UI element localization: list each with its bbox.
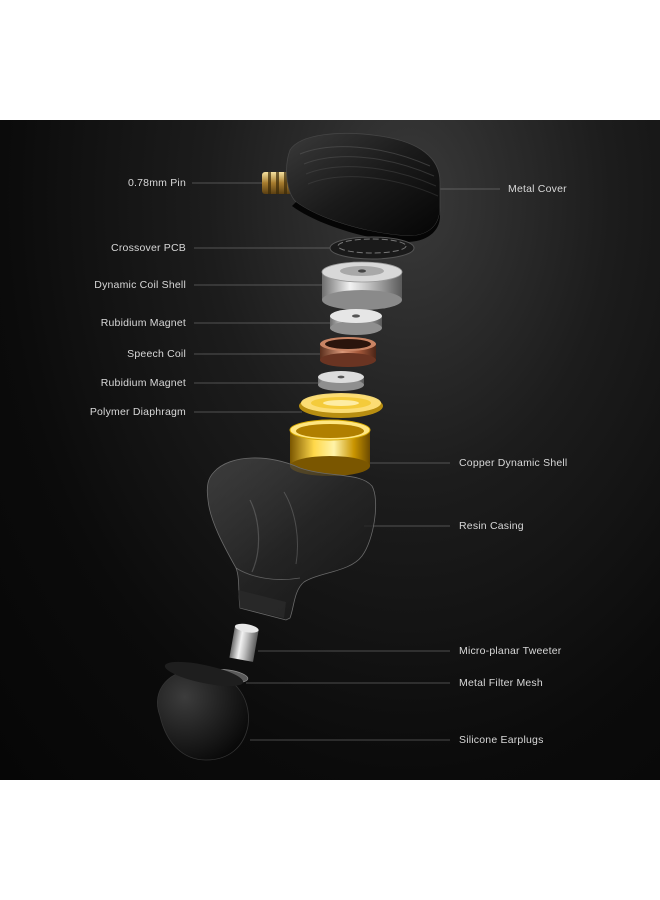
micro-planar-tweeter-part [229, 623, 259, 662]
label-pin: 0.78mm Pin [127, 177, 186, 189]
crossover-pcb-part [329, 236, 415, 260]
label-crossover-pcb: Crossover PCB [111, 242, 186, 254]
rubidium-magnet-2-part [318, 371, 364, 391]
label-silicone-earplugs: Silicone Earplugs [459, 734, 544, 746]
resin-casing-part [206, 457, 377, 621]
polymer-diaphragm-part [299, 393, 383, 418]
label-polymer-diaphragm: Polymer Diaphragm [89, 406, 186, 418]
label-micro-planar-tweeter: Micro-planar Tweeter [459, 645, 562, 657]
leader-lines [192, 182, 500, 741]
label-dynamic-coil-shell: Dynamic Coil Shell [94, 279, 186, 291]
label-metal-cover: Metal Cover [508, 183, 567, 195]
dynamic-coil-shell-part [321, 261, 403, 310]
rubidium-magnet-1-part [330, 309, 382, 335]
label-rubidium-magnet-1: Rubidium Magnet [100, 317, 186, 329]
label-copper-dynamic-shell: Copper Dynamic Shell [459, 457, 568, 469]
pin-part [262, 172, 292, 194]
metal-cover-part [286, 132, 441, 242]
diagram-graphics [157, 132, 500, 761]
silicone-earplug-part [157, 661, 249, 761]
label-speech-coil: Speech Coil [127, 348, 186, 360]
copper-dynamic-shell-part [289, 419, 371, 476]
speech-coil-part [320, 337, 376, 367]
label-rubidium-magnet-2: Rubidium Magnet [100, 377, 186, 389]
label-metal-filter-mesh: Metal Filter Mesh [459, 677, 543, 689]
label-resin-casing: Resin Casing [459, 520, 524, 532]
exploded-diagram: 0.78mm Pin Crossover PCB Dynamic Coil Sh… [0, 120, 660, 780]
